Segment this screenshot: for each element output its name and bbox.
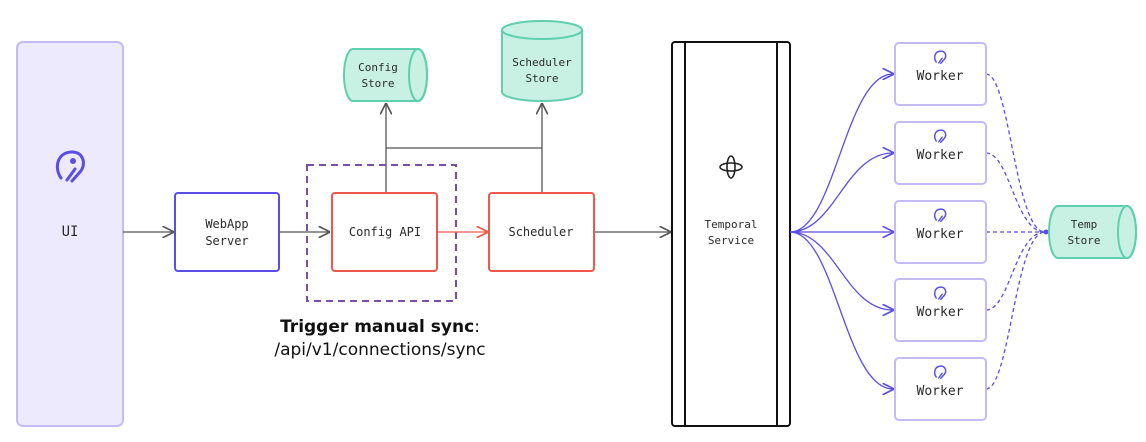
worker-tempstore-edges: [985, 73, 1046, 390]
airbyte-logo-icon: [933, 50, 947, 65]
worker-node: Worker: [894, 200, 987, 264]
config-api-node: Config API: [331, 192, 438, 272]
temporal-worker-edges: [789, 74, 893, 389]
edge-temporal-worker-5: [789, 231, 893, 389]
airbyte-logo-icon: [933, 365, 947, 380]
trigger-highlight-region: [306, 164, 457, 302]
caption-colon: :: [474, 317, 480, 337]
temporal-label-line1: Temporal: [705, 218, 758, 231]
scheduler-store-node: Scheduler Store: [501, 20, 583, 102]
airbyte-logo-icon: [55, 150, 85, 183]
temporal-service-node: Temporal Service: [671, 41, 791, 427]
temp-store-node: Temp Store: [1048, 205, 1137, 259]
config-store-line1: Config: [358, 61, 398, 74]
caption-title-text: Trigger manual sync: [280, 317, 474, 337]
webapp-server-node: WebApp Server: [174, 192, 280, 272]
caption-endpoint: /api/v1/connections/sync: [274, 340, 485, 360]
scheduler-store-line1: Scheduler: [512, 56, 572, 69]
temp-store-line1: Temp: [1071, 218, 1098, 231]
scheduler-label: Scheduler: [508, 225, 573, 239]
edge-temporal-worker-2: [789, 153, 893, 233]
gray-connectors: [123, 104, 670, 232]
scheduler-store-line2: Store: [525, 72, 558, 85]
worker-label: Worker: [917, 227, 964, 242]
edge-worker-4-tempstore: [985, 231, 1046, 311]
config-api-label: Config API: [349, 225, 421, 239]
caption-title: Trigger manual sync:: [280, 317, 480, 337]
temp-store-line2: Store: [1067, 234, 1100, 247]
airbyte-logo-icon: [933, 286, 947, 301]
worker-label: Worker: [917, 305, 964, 320]
worker-node: Worker: [894, 42, 987, 106]
worker-label: Worker: [917, 69, 964, 84]
edge-worker-1-tempstore: [985, 73, 1046, 233]
ui-label: UI: [62, 224, 79, 240]
config-store-node: Config Store: [343, 48, 428, 102]
config-store-line2: Store: [361, 77, 394, 90]
worker-node: Worker: [894, 121, 987, 185]
worker-label: Worker: [917, 384, 964, 399]
worker-label: Worker: [917, 148, 964, 163]
edge-temporal-worker-1: [789, 74, 893, 233]
ui-node: UI: [16, 41, 124, 427]
edge-temporal-worker-4: [789, 231, 893, 310]
worker-node: Worker: [894, 357, 987, 421]
edge-worker-5-tempstore: [985, 231, 1046, 390]
edge-worker-2-tempstore: [985, 152, 1046, 233]
airbyte-logo-icon: [933, 208, 947, 223]
worker-node: Worker: [894, 278, 987, 342]
temporal-logo-icon: [719, 155, 743, 179]
airbyte-logo-icon: [933, 129, 947, 144]
webapp-label-line2: Server: [205, 234, 248, 248]
temporal-label-line2: Service: [708, 234, 754, 247]
webapp-label-line1: WebApp: [205, 217, 248, 231]
tempstore-junction-dot: [1043, 229, 1049, 235]
scheduler-node: Scheduler: [488, 192, 595, 272]
